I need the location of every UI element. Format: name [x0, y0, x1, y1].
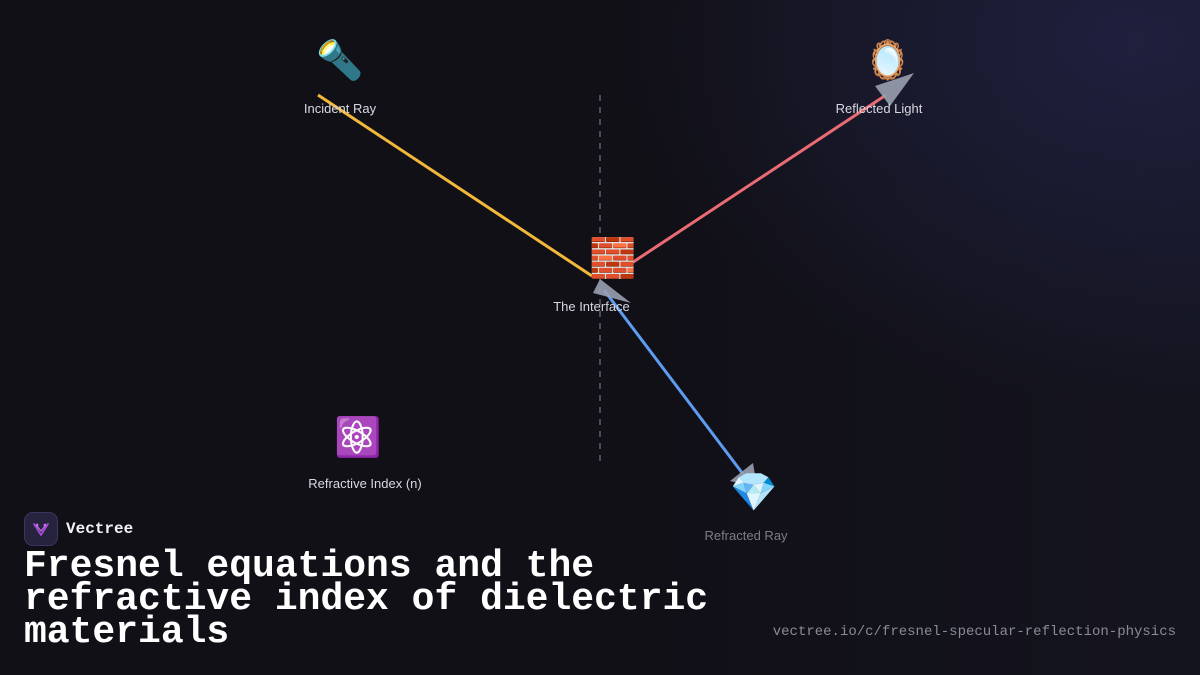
reflected-ray-line [611, 93, 887, 278]
refracted-ray-line [602, 289, 748, 479]
incident-ray-label: Incident Ray [303, 101, 377, 116]
refracted-arrowhead [730, 463, 757, 487]
interface-node: 🧱 The Interface [532, 236, 676, 314]
interface-arrowhead [593, 279, 631, 303]
vectree-logo-icon [24, 512, 58, 546]
interface-label: The Interface [553, 299, 630, 314]
refracted-ray-label: Refracted Ray [704, 528, 788, 543]
atom-icon: ⚛️ [334, 415, 382, 459]
source-url: vectree.io/c/fresnel-specular-reflection… [772, 624, 1176, 640]
incident-ray-line [317, 93, 593, 278]
refractive-index-label: Refractive Index (n) [308, 476, 422, 491]
incident-node: 🔦 Incident Ray [276, 38, 404, 116]
mirror-icon: 🪞 [864, 38, 912, 82]
flashlight-icon: 🔦 [316, 38, 364, 82]
page-title: Fresnel equations and the refractive ind… [24, 545, 709, 654]
brick-wall-icon: 🧱 [589, 236, 637, 280]
gem-icon: 💎 [730, 470, 778, 514]
brand: Vectree [24, 512, 133, 546]
reflected-node: 🪞 Reflected Light [809, 38, 949, 116]
refractive-index-node: ⚛️ Refractive Index (n) [290, 415, 440, 491]
reflected-light-label: Reflected Light [835, 101, 923, 116]
brand-name: Vectree [66, 520, 134, 538]
reflected-arrowhead [875, 73, 914, 106]
refracted-node: 💎 Refracted Ray [676, 470, 816, 543]
